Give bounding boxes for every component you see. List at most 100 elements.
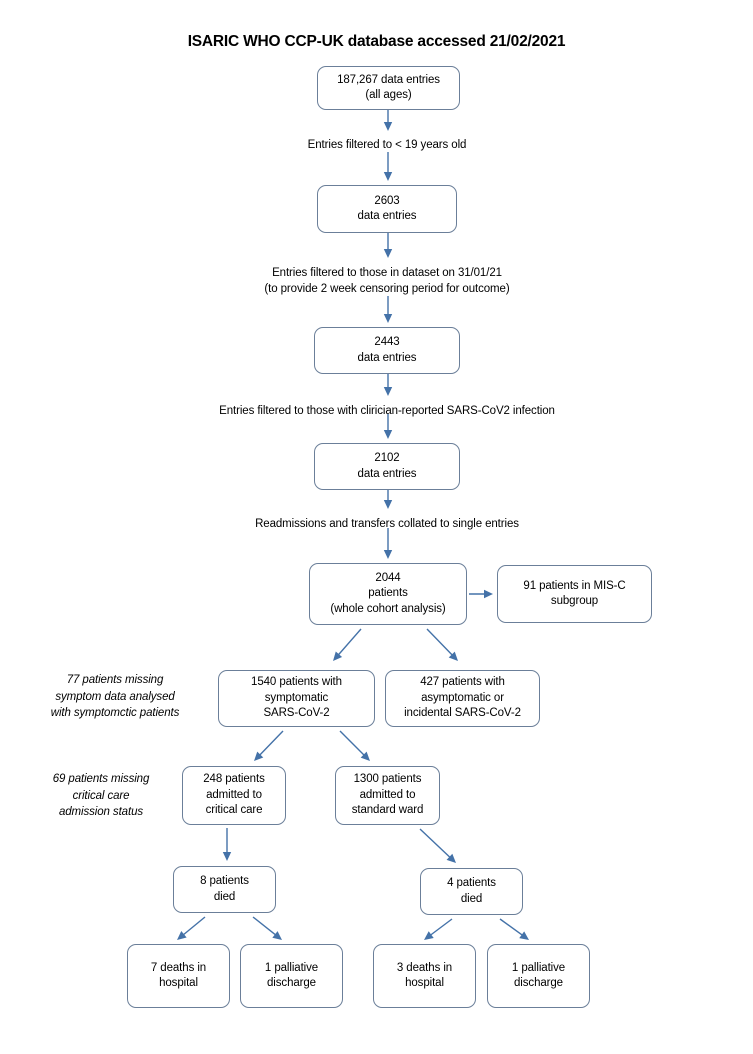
sidenote-line: 69 patients missing [52, 773, 150, 785]
node-label-line: 427 patients with [420, 676, 505, 689]
node-label: 1 palliative discharge [488, 961, 589, 992]
node-label-line: admitted to [359, 788, 416, 801]
node-label-line: 2603 [374, 194, 400, 207]
sidenote-77-patients-missing-symptom-data: 77 patients missing symptom data analysed… [0, 672, 492, 722]
node-label: 91 patients in MIS-C subgroup [498, 579, 651, 610]
caption-line: Entries filtered to those with clirician… [219, 405, 555, 417]
node-label-line: 2102 [374, 452, 400, 464]
node-427-asymptomatic: 427 patients with asymptomatic or incident… [385, 670, 540, 727]
node-label-line: died [460, 892, 483, 905]
node-label-line: 1300 patients [353, 773, 422, 786]
node-label-line: (all ages) [365, 89, 412, 101]
arrow-died-4-to-deaths-3 [424, 918, 453, 940]
node-label: 4 patients died [421, 876, 522, 907]
node-label-line: 187,267 data entries [337, 73, 440, 86]
node-label-line: 91 patients in MIS-C [523, 579, 626, 592]
caption-line: (to provide 2 week censoring period for … [264, 283, 510, 295]
node-label-line: standard ward [351, 804, 424, 817]
node-label-line: patients [368, 587, 408, 600]
node-label-line: 1 palliative [264, 961, 319, 974]
node-label-line: hospital [159, 977, 198, 989]
caption-readmissions-collated: Readmissions and transfers collated to s… [11, 516, 753, 532]
node-label-line: 8 patients [200, 875, 249, 887]
arrow-filter-age-to-2603 [383, 152, 393, 181]
sidenote-line: admission status [58, 806, 144, 818]
arrow-filter-date-to-2443 [383, 296, 393, 323]
arrow-standard-ward-to-died-4 [419, 828, 456, 863]
node-label-line: 2044 [375, 571, 401, 584]
node-label-line: asymptomatic or [421, 691, 504, 704]
node-label-line: 248 patients [203, 773, 265, 786]
node-label: 248 patients admitted to critical care [183, 772, 285, 819]
sidenote-69-patients-missing-critical-care-status: 69 patients missing critical care admissio… [0, 771, 478, 821]
node-label: 2603 data entries [318, 194, 456, 225]
node-label: 427 patients with asymptomatic or incident… [386, 675, 539, 722]
node-label-line: subgroup [550, 595, 599, 607]
node-label-line: critical care [205, 804, 263, 817]
node-7-deaths-in-hospital: 7 deaths in hospital [127, 944, 230, 1008]
node-label-line: admitted to [206, 788, 262, 801]
caption-filter-under-19: Entries filtered to < 19 years old [11, 137, 753, 153]
arrow-died-8-to-palliative-left [252, 916, 282, 940]
node-label-line: 4 patients [447, 877, 496, 889]
node-label: 8 patients died [174, 874, 275, 905]
sidenote-line: critical care [72, 789, 130, 802]
node-label-line: discharge [514, 977, 563, 989]
node-label: 3 deaths in hospital [374, 961, 475, 992]
caption-line: Entries filtered to those in dataset on … [272, 267, 502, 279]
page-title: ISARIC WHO CCP-UK database accessed 21/0… [187, 33, 566, 50]
node-2102-data-entries: 2102 data entries [314, 443, 460, 490]
arrow-2044-to-asymptomatic [426, 628, 458, 661]
caption-line: Entries filtered to < 19 years old [307, 139, 467, 151]
node-2044-patients-whole-cohort: 2044 patients (whole cohort analysis) [309, 563, 467, 625]
node-label-line: data entries [357, 467, 417, 480]
node-label-line: 1540 patients with [251, 676, 342, 689]
node-label-line: died [213, 890, 236, 903]
node-label: 2443 data entries [315, 335, 459, 366]
caption-filter-clinician-reported-infection: Entries filtered to those with clirician… [11, 403, 753, 419]
sidenote-line: symptom data analysed [55, 690, 175, 703]
node-label-line: discharge [267, 977, 316, 989]
arrow-all-entries-to-filter-age [383, 110, 393, 131]
arrow-2044-to-symptomatic [333, 628, 362, 661]
node-1300-standard-ward: 1300 patients admitted to standard ward [335, 766, 440, 825]
node-label-line: 7 deaths in [150, 961, 207, 974]
node-label-line: SARS-CoV-2 [263, 707, 330, 720]
node-label-line: hospital [405, 977, 444, 989]
arrow-2603-to-filter-date [383, 233, 393, 258]
arrow-2044-to-mis-c [469, 589, 493, 599]
node-label: 1 palliative discharge [241, 961, 342, 992]
node-label-line: 3 deaths in [396, 961, 453, 974]
node-2603-data-entries: 2603 data entries [317, 185, 457, 233]
node-all-data-entries: 187,267 data entries (all ages) [317, 66, 460, 110]
sidenote-line: 77 patients missing [66, 674, 164, 686]
node-label-line: symptomatic [264, 691, 329, 704]
node-label-line: 2443 [374, 336, 400, 348]
node-3-deaths-in-hospital: 3 deaths in hospital [373, 944, 476, 1008]
caption-filter-dataset-date: Entries filtered to those in dataset on … [11, 265, 753, 297]
node-label-line: (whole cohort analysis) [330, 602, 446, 615]
node-label: 1300 patients admitted to standard ward [336, 772, 439, 819]
node-label-line: data entries [357, 210, 417, 222]
arrow-2102-to-readmissions [383, 490, 393, 509]
node-label-line: incidental SARS-CoV-2 [404, 707, 521, 720]
caption-line: Readmissions and transfers collated to s… [255, 518, 519, 530]
node-1-palliative-discharge-left: 1 palliative discharge [240, 944, 343, 1008]
arrow-critical-care-to-died-8 [222, 828, 232, 861]
node-1-palliative-discharge-right: 1 palliative discharge [487, 944, 590, 1008]
arrow-died-4-to-palliative-right [499, 918, 529, 940]
arrow-symptomatic-to-critical-care [254, 730, 284, 761]
node-248-critical-care: 248 patients admitted to critical care [182, 766, 286, 825]
arrow-readmissions-to-2044 [383, 528, 393, 559]
node-label-line: 1 palliative [511, 961, 566, 974]
node-91-patients-mis-c-subgroup: 91 patients in MIS-C subgroup [497, 565, 652, 623]
node-label: 2102 data entries [315, 451, 459, 482]
node-label-line: data entries [357, 351, 417, 364]
arrow-died-8-to-deaths-7 [177, 916, 206, 940]
arrow-2443-to-filter-infection [383, 374, 393, 396]
node-4-patients-died: 4 patients died [420, 868, 523, 915]
arrow-symptomatic-to-standard-ward [339, 730, 370, 761]
